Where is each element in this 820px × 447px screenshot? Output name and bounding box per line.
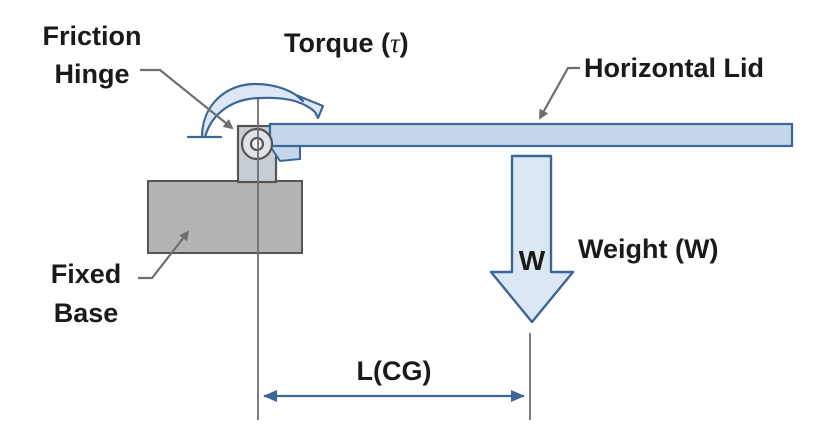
lever-arm-label: L(CG) — [357, 356, 432, 386]
weight-arrow — [489, 154, 575, 324]
fixed-base-label-line1: Fixed — [51, 259, 122, 289]
weight-arrow-letter: W — [519, 245, 546, 276]
friction-hinge-label-line2: Hinge — [54, 59, 129, 89]
horizontal-lid-label: Horizontal Lid — [584, 53, 764, 83]
torque-label-suffix: ) — [400, 28, 409, 58]
friction-hinge-label-line1: Friction — [43, 21, 142, 51]
fixed-base-leader — [138, 230, 190, 280]
torque-arrow — [186, 82, 325, 139]
torque-label-prefix: Torque ( — [284, 28, 390, 58]
torque-label: Torque (τ) — [284, 28, 409, 58]
fixed-base-block — [147, 180, 303, 254]
horizontal-lid — [268, 122, 794, 148]
friction-hinge-leader — [140, 68, 234, 130]
weight-label: Weight (W) — [578, 234, 718, 264]
torque-symbol: τ — [390, 28, 401, 58]
fixed-base-label-line2: Base — [54, 298, 119, 328]
hinge-pin-inner — [249, 136, 265, 152]
horizontal-lid-leader — [539, 66, 580, 120]
